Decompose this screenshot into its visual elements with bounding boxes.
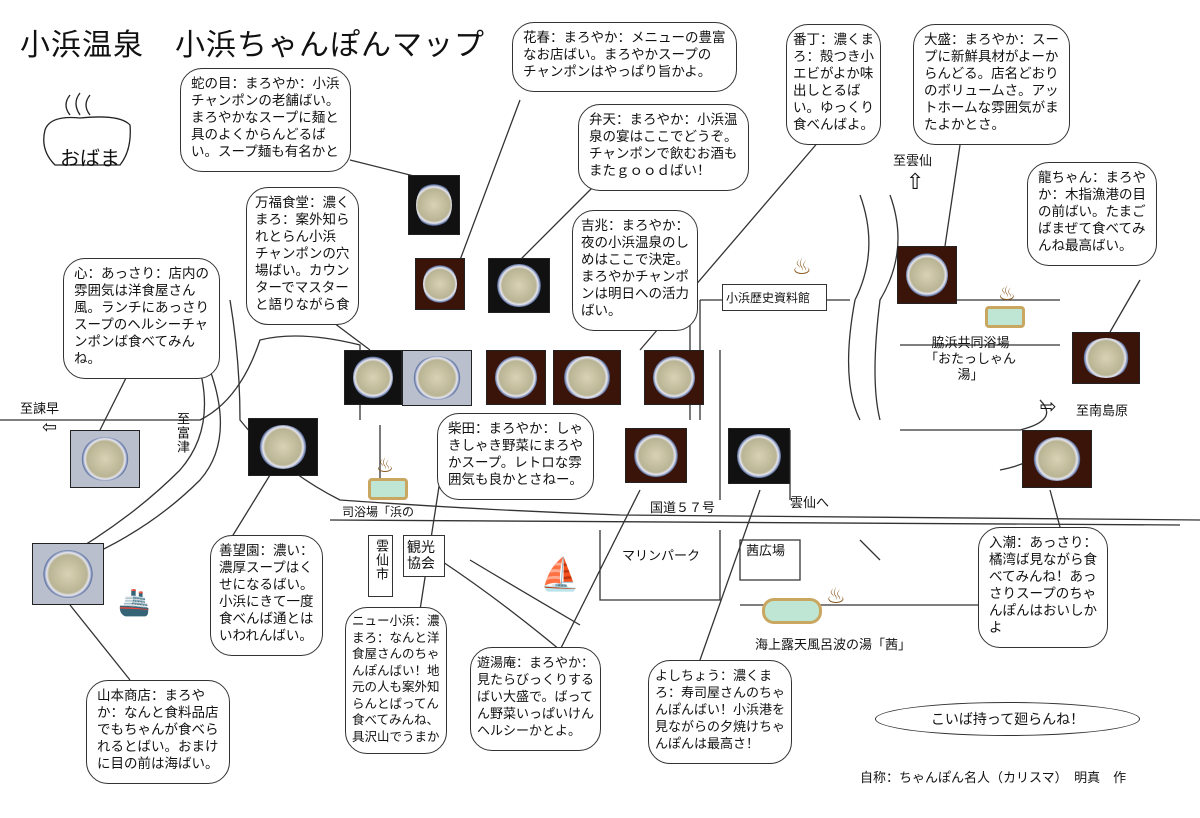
shop-bubble-omori: 大盛：まろやか：スー プに新鮮具材がよーか らんどる。店名どおり のボリュームさ… — [913, 24, 1070, 145]
arrow-left-icon: ⇦ — [42, 417, 58, 438]
shop-bubble-yoshicho: よしちょう：濃くま ろ：寿司屋さんのちゃ んぽんばい！小浜港を 見ながらの夕焼け… — [648, 660, 793, 764]
arrow-right-icon: ⇨ — [1040, 394, 1057, 418]
sailboat-icon: ⛵ — [540, 555, 580, 593]
champon-photo — [408, 175, 460, 235]
label-marine-park: マリンパーク — [622, 549, 701, 564]
bath-sign-icon: ♨ — [998, 281, 1016, 305]
road — [599, 530, 801, 601]
page-title: 小浜温泉 小浜ちゃんぽんマップ — [20, 28, 485, 63]
shop-bubble-kashun: 花春：まろやか：メニューの豊富 なお店ばい。まろやかスープの チャンポンはやっぱ… — [512, 22, 737, 92]
shop-bubble-new-obama: ニュー小浜：濃 まろ：なんと洋 食屋さんのちゃ んぽんばい！地 元の人も案外知 … — [345, 607, 447, 754]
label-akane-plaza: 茜広場 — [746, 544, 786, 559]
onsen-icon — [762, 598, 822, 624]
bath-sign-icon: ♨ — [792, 255, 812, 280]
steaming-bowl-icon — [43, 92, 131, 166]
credit: 自称：ちゃんぽん名人（カリスマ） 明真 作 — [860, 771, 1127, 786]
shop-bubble-bancho: 番丁：濃くま ろ：殻つき小 エビがよか味 出しとるば い。ゆっくり 食べんばよ。 — [786, 24, 881, 145]
label-unzen-city: 雲仙市 — [368, 535, 393, 597]
label-hamanoyu: 司浴場「浜の — [342, 505, 415, 519]
road — [329, 519, 1181, 526]
label-to-unzen-2: 雲仙へ — [790, 496, 830, 511]
champon-photo — [728, 428, 790, 484]
shop-bubble-kokoro: 心：あっさり：店内の 雰囲気は洋食屋さん 風。ランチにあっさり スープのヘルシー… — [63, 258, 220, 379]
road — [0, 335, 361, 421]
bath-sign-icon: ♨ — [376, 453, 394, 477]
arrow-up-icon: ⇧ — [906, 170, 925, 195]
champon-photo — [248, 418, 318, 476]
road — [847, 194, 899, 421]
shop-bubble-kitcho: 吉兆：まろやか： 夜の小浜温泉のし めはここで決定。 まろやかチャンポ ンは明日… — [572, 210, 698, 331]
champon-photo — [32, 543, 104, 605]
label-route57: 国道５７号 — [650, 501, 716, 516]
bath-sign-icon: ♨ — [826, 584, 846, 609]
label-history-museum: 小浜歴史資料館 — [722, 284, 827, 311]
shop-bubble-shibata: 柴田：まろやか：しゃ きしゃき野菜にまろや かスープ。レトロな雰 囲気も良かとさ… — [437, 413, 594, 500]
champon-photo — [1022, 430, 1092, 488]
champon-photo — [553, 350, 621, 405]
label-wakihama-bath: 脇浜共同浴場 「おたっしゃん 湯」 — [925, 336, 1017, 383]
shop-bubble-ryuchan: 龍ちゃん：まろや か：木指漁港の目 の前ばい。たまご ばまぜて食べてみ んね最高… — [1027, 162, 1157, 266]
shop-bubble-manpuku: 万福食堂：濃く まろ：案外知ら れとらん小浜 チャンポンの穴 場ばい。カウン タ… — [246, 187, 359, 325]
boat-icon: 🚢 — [118, 588, 151, 618]
shop-bubble-irishio: 入潮：あっさり： 橘湾ば見ながら食 べてみんね！あっ さりスープのちゃ んぽんは… — [978, 527, 1108, 648]
callout-line — [69, 99, 1141, 681]
champon-photo — [402, 350, 472, 406]
label-to-tomitsu: 至富津 — [174, 412, 189, 454]
label-to-minamishimabara: 至南島原 — [1076, 404, 1129, 419]
champon-photo — [897, 246, 957, 304]
onsen-icon — [985, 306, 1025, 328]
champon-photo — [344, 350, 402, 405]
label-to-unzen: 至雲仙 — [893, 154, 933, 169]
shop-bubble-janome: 蛇の目：まろやか：小浜 チャンポンの老舗ばい。 まろやかなスープに麺と 具のよく… — [180, 68, 351, 172]
champon-photo — [70, 430, 140, 488]
obama-logo: おばま — [40, 90, 140, 170]
label-to-isahaya: 至諫早 — [20, 402, 60, 417]
road — [439, 559, 581, 660]
shop-bubble-yutoan: 遊湯庵：まろやか： 見たらびっくりする ばい大盛で。ばって ん野菜いっぱいけん … — [470, 647, 602, 751]
champon-photo — [486, 350, 546, 405]
road — [229, 299, 1200, 521]
champon-photo — [488, 258, 550, 313]
champon-photo — [1072, 332, 1140, 384]
shop-bubble-benten: 弁天：まろやか：小浜温 泉の宴はここでどうぞ。 チャンポンで飲むお酒も またｇｏ… — [578, 104, 749, 191]
road — [59, 369, 206, 561]
shop-bubble-yamamoto: 山本商店：まろや か：なんと食料品店 でもちゃんが食べら れるとばい。おまけ に… — [86, 680, 230, 784]
slogan-text: こいば持って廻らんね！ — [930, 712, 1085, 728]
champon-photo — [415, 258, 465, 310]
label-tourism-association: 観光協会 — [403, 535, 445, 577]
onsen-icon — [368, 478, 408, 500]
logo-text: おばま — [60, 146, 120, 170]
shop-bubble-zenboen: 善望園：濃い： 濃厚スープはく せになるばい。 小浜にきて一度 食べんば通とは … — [210, 535, 323, 656]
slogan-cloud: こいば持って廻らんね！ — [875, 702, 1140, 736]
label-namino-yu: 海上露天風呂波の湯「茜」 — [755, 638, 912, 653]
road — [79, 369, 222, 561]
champon-photo — [625, 428, 687, 483]
champon-photo — [644, 350, 704, 405]
